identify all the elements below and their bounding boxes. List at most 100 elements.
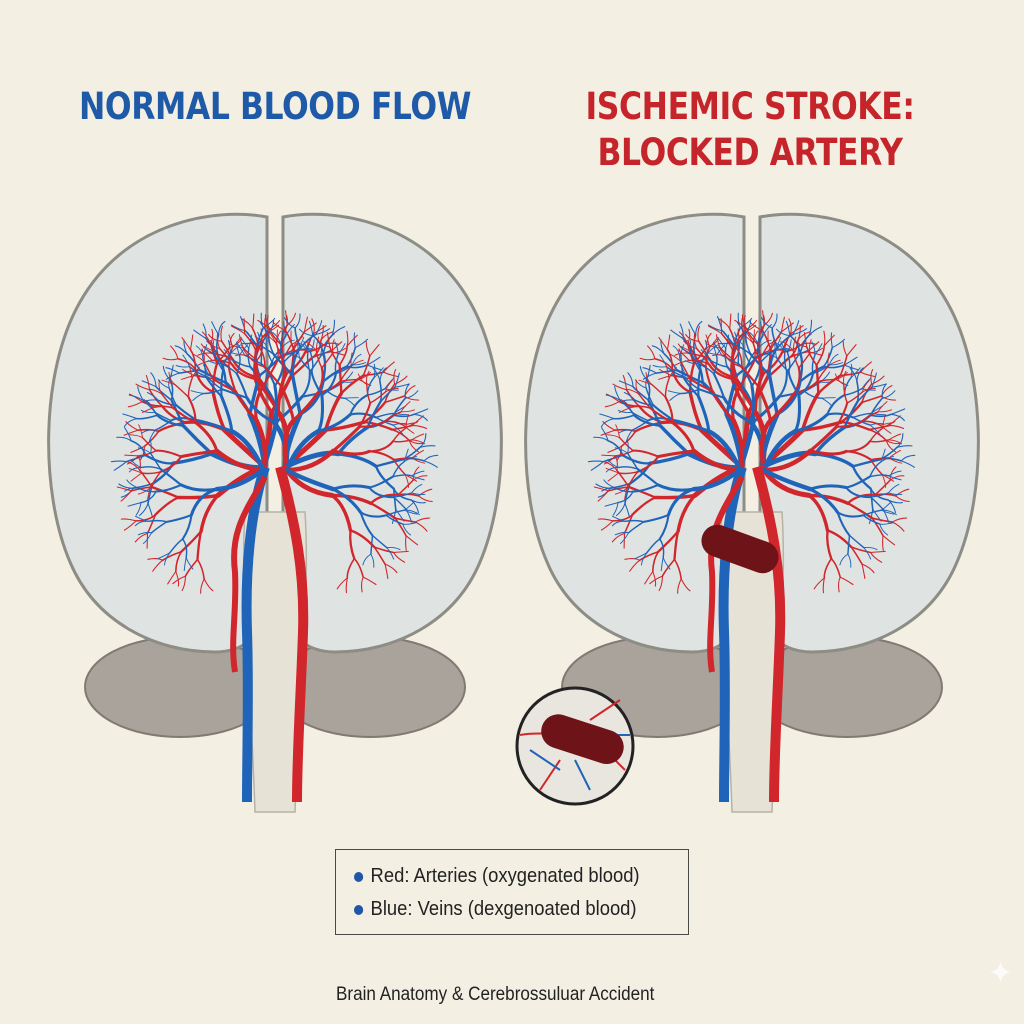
vein-branch (828, 362, 844, 366)
artery-branch (752, 329, 755, 344)
vein-branch (811, 354, 816, 375)
artery-branch (869, 427, 884, 442)
artery-branch (757, 359, 763, 388)
artery-branch (767, 330, 770, 345)
vein-branch (684, 360, 699, 365)
artery-branch (729, 313, 732, 330)
vein-branch (870, 412, 886, 416)
artery-branch (850, 545, 863, 565)
artery-branch (693, 333, 698, 350)
vein-branch (613, 414, 635, 420)
vein-branch (680, 388, 701, 395)
artery-branch (869, 439, 890, 443)
vein-branch (679, 346, 693, 355)
artery-branch (813, 577, 825, 590)
artery-branch (882, 421, 896, 429)
artery-branch (680, 578, 691, 592)
vein-branch (667, 390, 682, 394)
artery-branch (652, 570, 657, 587)
artery-branch (625, 389, 640, 407)
artery-branch (742, 333, 754, 344)
vein-branch (887, 475, 902, 481)
artery-branch (597, 490, 610, 502)
vein-branch (626, 439, 629, 454)
artery-branch (695, 347, 711, 366)
artery-branch (790, 325, 804, 335)
artery-branch (647, 345, 656, 360)
artery-branch (613, 455, 618, 471)
artery-branch (846, 391, 864, 404)
vein-branch (732, 342, 752, 355)
vein-branch (761, 324, 772, 338)
artery-branch (882, 414, 887, 429)
vein-branch (603, 479, 616, 489)
vein-branch (887, 499, 897, 514)
vein-branch (749, 384, 755, 424)
vein-branch (671, 373, 686, 378)
artery-branch (792, 349, 800, 369)
vein-branch (880, 500, 892, 511)
artery-branch (808, 339, 812, 354)
vein-branch (600, 418, 615, 428)
vein-branch (869, 461, 882, 478)
artery-branch (808, 425, 839, 453)
artery-branch (768, 336, 781, 345)
legend-item-veins: Blue: Veins (dexgenoated blood) (354, 893, 661, 926)
vein-branch (900, 460, 915, 468)
artery-branch (673, 558, 682, 580)
artery-branch (807, 493, 830, 533)
vein-branch (646, 538, 661, 554)
vein-branch (759, 450, 818, 470)
vein-branch (636, 467, 660, 486)
artery-branch (882, 535, 884, 551)
vein-branch (811, 341, 816, 356)
artery-branch (843, 383, 848, 404)
vein-branch (745, 319, 752, 335)
vein-branch (883, 509, 897, 516)
vein-branch (868, 508, 874, 525)
vein-branch (845, 486, 872, 499)
vein-branch (607, 440, 624, 457)
vein-branch (850, 367, 861, 379)
artery-branch (697, 325, 700, 342)
vein-branch (763, 352, 777, 358)
artery-branch (780, 316, 785, 333)
artery-branch (668, 366, 677, 380)
artery-branch (627, 485, 657, 499)
hemisphere-right (758, 212, 980, 654)
vein-branch (852, 412, 873, 419)
vein-branch (826, 412, 855, 419)
artery-branch (602, 421, 616, 431)
artery-branch (815, 345, 825, 366)
artery-branch (618, 406, 633, 413)
legend-item-arteries: Red: Arteries (oxygenated blood) (354, 860, 661, 893)
artery-branch (834, 373, 845, 385)
artery-branch (762, 351, 784, 375)
vein-branch (618, 380, 634, 388)
vein-branch (793, 412, 829, 433)
vein-branch (775, 328, 791, 337)
vein-branch (722, 396, 753, 424)
vein-branch (626, 452, 639, 470)
vein-branch (658, 538, 665, 559)
artery-branch (868, 428, 888, 442)
vein-branch (695, 320, 703, 336)
vein-branch (621, 454, 652, 465)
artery-branch (889, 475, 905, 482)
artery-branch (870, 550, 886, 554)
artery-branch (806, 346, 818, 366)
artery-branch (871, 517, 894, 523)
artery-branch (809, 347, 823, 354)
artery-branch (677, 578, 682, 594)
main-vein (718, 465, 747, 803)
vein-branch (625, 429, 633, 443)
artery-branch (871, 517, 884, 537)
vein-branch (670, 329, 684, 340)
vein-branch (627, 372, 634, 388)
artery-branch (758, 343, 770, 362)
vein-branch (612, 502, 619, 516)
vein-branch (614, 531, 629, 536)
artery-branch (652, 550, 660, 573)
artery-branch (803, 331, 808, 348)
artery-branch (756, 384, 772, 422)
